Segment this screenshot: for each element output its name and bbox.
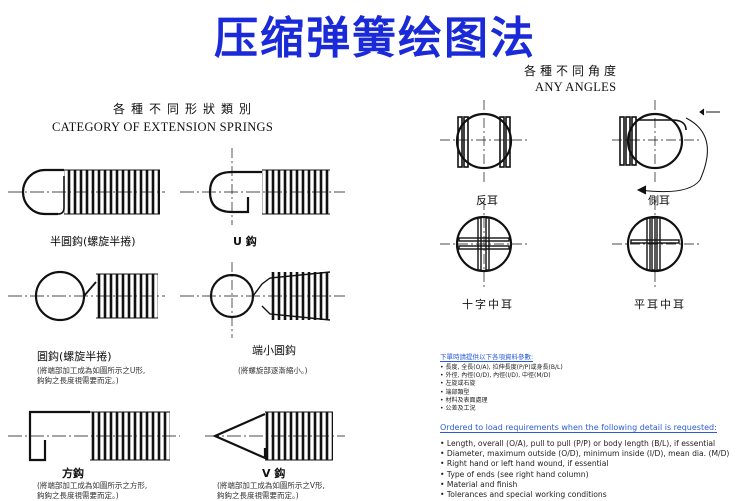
caption-square-hook: 方鈎 [62,467,84,480]
cross-center-ear-diagram [440,200,528,290]
caption-v-hook: V 鈎 [262,467,286,480]
requirements-cn-title: 下單時請提供以下各項資料參數: [440,353,534,362]
caption-round-hook: 圓鈎(螺旋半捲) [37,350,112,363]
caption-cross-center-ear: 十字中耳 [462,298,514,311]
small-end-round-hook-spring [180,262,345,338]
requirements-cn-item: • 外徑, 內徑(O/D), 內徑(I/D), 中徑(M/D) [440,372,551,380]
caption-side-ear: 側耳 [648,194,670,207]
u-hook-spring [180,148,345,225]
half-round-hook-spring [8,168,165,216]
reverse-ear-diagram [440,100,528,182]
caption-flat-center-ear: 平耳中耳 [634,298,686,311]
caption-small-end-round-hook: 端小圓鈎 [252,344,296,357]
requirements-en-item: • Type of ends (see right hand column) [440,469,589,479]
requirements-cn-item: • 長度, 全長(O/A), 拉伸長度(P/P)或身長(B/L) [440,364,563,371]
requirements-en-item: • Material and finish [440,479,518,489]
requirements-en-list: • Length, overall (O/A), pull to pull (P… [440,439,729,500]
right-header-en: ANY ANGLES [535,80,617,94]
requirements-cn-item: • 材料及表面處理 [440,396,488,404]
requirements-cn-item: • 公差及工況 [440,405,476,413]
round-hook-spring [8,270,165,322]
caption-u-hook: U 鈎 [233,235,257,248]
requirements-en-item: • Tolerances and special working conditi… [440,490,607,500]
note-round-hook-1: (將端部加工成為如圖所示之U形, [37,366,146,375]
requirements-en-title: Ordered to load requirements when the fo… [440,423,717,433]
side-ear-diagram [612,100,720,195]
v-hook-spring [205,411,345,461]
flat-center-ear-diagram [612,200,700,290]
requirements-en-item: • Right hand or left hand wound, if esse… [440,459,609,469]
left-header-en: CATEGORY OF EXTENSION SPRINGS [52,120,274,134]
requirements-cn-item: • 左旋或右旋 [440,380,476,388]
requirements-cn-item: • 端部類型 [440,388,470,396]
note-square-hook-1: (將端部加工成為如圖所示之方形, [37,481,148,490]
caption-reverse-ear: 反耳 [476,194,498,207]
square-hook-spring [8,410,180,462]
caption-half-round-hook: 半圓鈎(螺旋半捲) [50,235,136,248]
requirements-en-item: • Length, overall (O/A), pull to pull (P… [440,439,716,448]
note-square-hook-2: 鈎鈎之長度視需要而定。) [37,491,119,500]
page-title: 压缩弹簧绘图法 [214,13,536,64]
right-header-cn: 各種不同角度 [524,64,621,78]
note-round-hook-2: 鈎鈎之長度視需要而定。) [37,376,119,385]
note-small-end: (將螺旋部逐漸縮小。) [238,366,308,375]
note-v-hook-1: (將端部加工成為如圖所示之V形, [217,481,325,490]
left-header-cn: 各種不同形狀類別 [113,102,258,116]
requirements-cn-list: • 長度, 全長(O/A), 拉伸長度(P/P)或身長(B/L) • 外徑, 內… [440,364,563,413]
requirements-en-item: • Diameter, maximum outside (O/D), minim… [440,449,730,459]
note-v-hook-2: 鈎鈎之長度視需要而定。) [217,491,299,500]
